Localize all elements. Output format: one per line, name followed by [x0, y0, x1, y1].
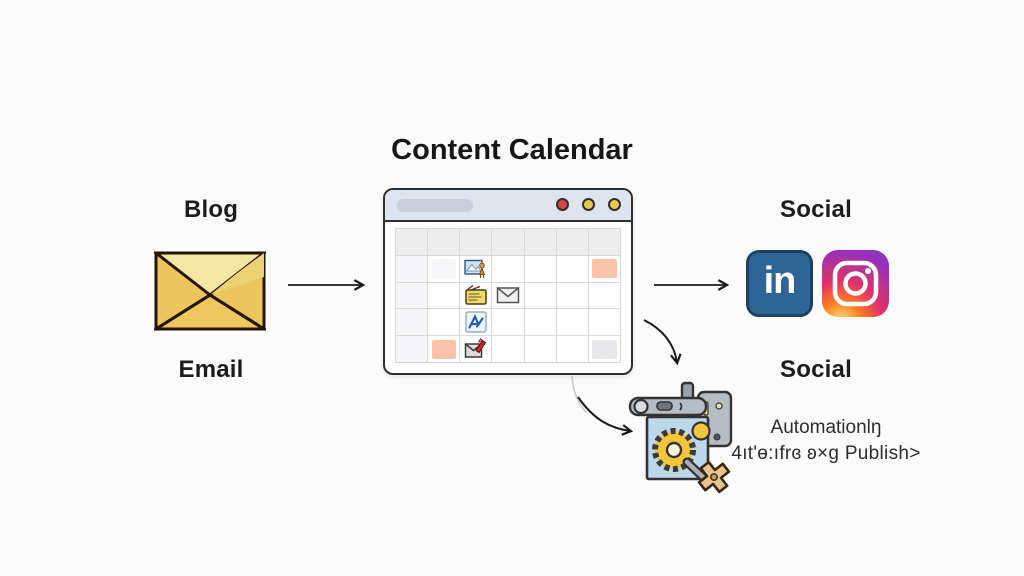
- content-calendar-title: Content Calendar: [391, 134, 633, 166]
- calendar-cell: [492, 336, 524, 362]
- window-titlebar: [385, 190, 631, 222]
- calendar-grid: [395, 228, 621, 363]
- address-bar-pill: [397, 199, 473, 212]
- window-control-circle: [556, 198, 569, 211]
- mail-edit-icon: [464, 337, 488, 361]
- calendar-cell: [492, 282, 524, 309]
- calendar-header-cell: [492, 229, 524, 255]
- calendar-cell: [460, 309, 492, 336]
- calendar-event-tint: [431, 259, 456, 279]
- window-control-circle: [582, 198, 595, 211]
- curve-decoration: [571, 375, 588, 414]
- calendar-cell: [428, 255, 460, 282]
- calendar-cell: [524, 282, 556, 309]
- calendar-cell: [556, 255, 588, 282]
- calendar-cell: [396, 309, 428, 336]
- calendar-event-highlight-grey: [592, 339, 617, 359]
- calendar-header-cell: [524, 229, 556, 255]
- calendar-cell: [428, 336, 460, 362]
- calendar-window: [383, 188, 633, 375]
- calendar-cell: [588, 309, 620, 336]
- calendar-header-cell: [556, 229, 588, 255]
- calendar-cell: [492, 255, 524, 282]
- calendar-header-cell: [460, 229, 492, 255]
- window-control-circle: [608, 198, 621, 211]
- calendar-cell: [588, 255, 620, 282]
- window-controls: [556, 198, 621, 211]
- calendar-cell: [460, 336, 492, 362]
- automation-caption-line1: Automationlŋ: [770, 417, 882, 438]
- calendar-cell: [428, 309, 460, 336]
- calendar-cell: [524, 255, 556, 282]
- calendar-cell: [556, 336, 588, 362]
- automation-caption: Automationlŋ 4ıt'ɵ:ıfrɞ ʚ×g Publish>: [706, 417, 946, 465]
- calendar-cell: [428, 282, 460, 309]
- calendar-cell: [396, 282, 428, 309]
- calendar-header-cell: [396, 229, 428, 255]
- calendar-cell: [524, 336, 556, 362]
- calendar-cell: [524, 309, 556, 336]
- calendar-cell: [556, 309, 588, 336]
- linkedin-in-text: in: [763, 259, 797, 302]
- calendar-cell: [460, 282, 492, 309]
- calendar-event-highlight-salmon: [431, 339, 456, 359]
- linkedin-icon: in: [746, 250, 813, 317]
- social-bottom-label: Social: [780, 356, 852, 383]
- photo-post-icon: [464, 257, 488, 281]
- analytics-icon: [464, 310, 488, 334]
- calendar-event-highlight-salmon: [592, 259, 617, 279]
- calendar-cell: [396, 336, 428, 362]
- arrow-calendar-to-automation: [643, 319, 677, 362]
- calendar-header-cell: [428, 229, 460, 255]
- email-label: Email: [178, 356, 244, 383]
- calendar-cell: [460, 255, 492, 282]
- blog-label: Blog: [183, 196, 239, 223]
- calendar-cell: [556, 282, 588, 309]
- automation-machine-icon: [620, 375, 744, 499]
- envelope-icon: [150, 251, 270, 331]
- calendar-cell: [396, 255, 428, 282]
- social-top-label: Social: [780, 196, 852, 223]
- calendar-cell: [588, 336, 620, 362]
- instagram-icon: [822, 250, 889, 317]
- calendar-header-cell: [588, 229, 620, 255]
- calendar-cell: [492, 309, 524, 336]
- calendar-cell: [588, 282, 620, 309]
- mail-icon: [496, 283, 520, 307]
- note-card-icon: [464, 283, 488, 307]
- automation-caption-line2: 4ıt'ɵ:ıfrɞ ʚ×g Publish>: [731, 443, 921, 464]
